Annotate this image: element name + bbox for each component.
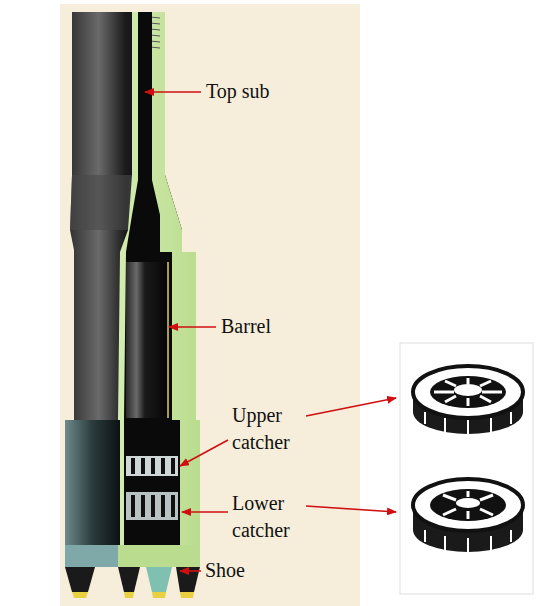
inner-tube xyxy=(126,262,168,418)
part-label: Barrel xyxy=(221,313,341,340)
part-label: Lower catcher xyxy=(232,490,320,544)
upper-catcher xyxy=(126,456,178,476)
shoe xyxy=(65,545,200,598)
cut-section xyxy=(118,12,200,545)
upper-catcher-photo xyxy=(413,366,523,434)
part-label: Shoe xyxy=(205,557,325,584)
lower-body xyxy=(65,420,120,545)
illustration-ground xyxy=(60,4,360,606)
part-label: Top sub xyxy=(206,78,326,105)
lower-catcher-photo xyxy=(413,479,523,552)
lower-catcher xyxy=(126,492,178,520)
leader-lines xyxy=(145,92,396,571)
photo-panel xyxy=(400,343,533,594)
tool-body xyxy=(65,12,200,545)
part-label: Upper catcher xyxy=(232,402,320,456)
